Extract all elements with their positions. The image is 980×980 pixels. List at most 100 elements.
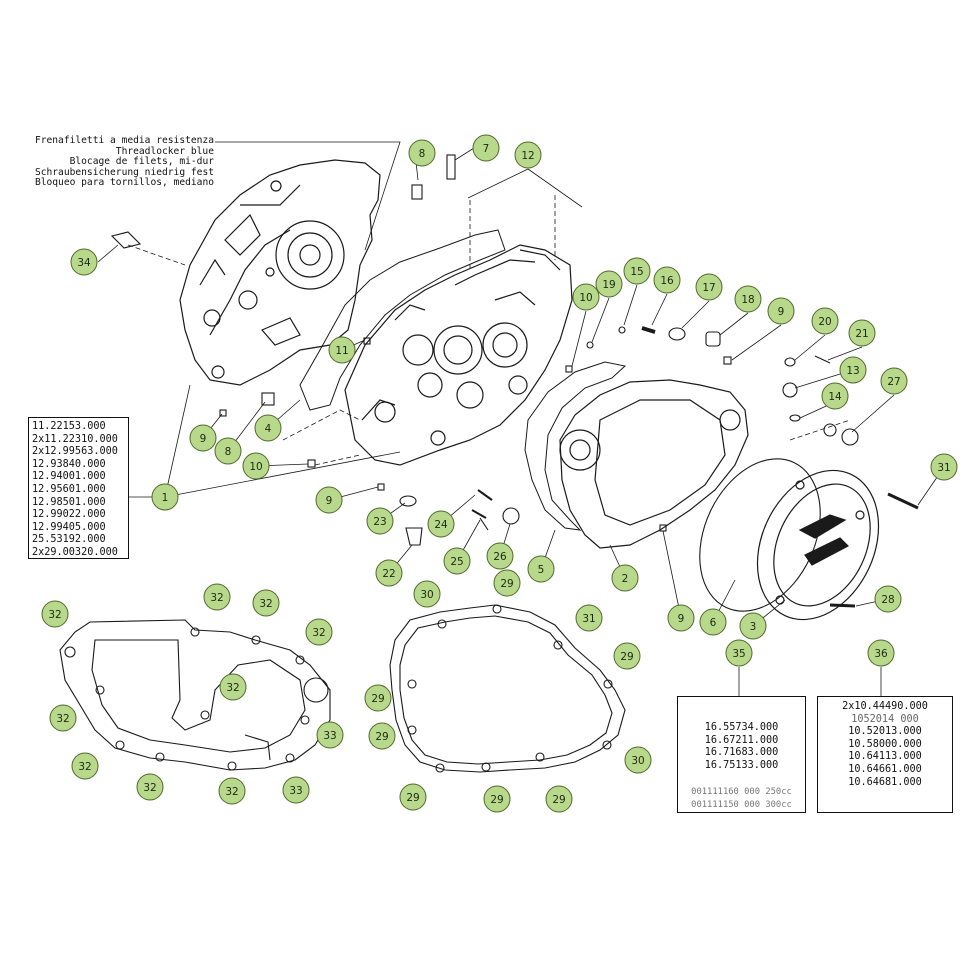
part-number-variant: 001111160 000 250cc	[691, 787, 792, 798]
part-callout-icon	[151, 483, 179, 511]
part-callout: 32	[305, 618, 333, 646]
part-callout-icon	[366, 507, 394, 535]
part-callout-number: 17	[702, 282, 715, 294]
part-callout: 12	[514, 141, 542, 169]
part-number: 16.67211.000	[704, 734, 779, 746]
note-line: Bloqueo para tornillos, mediano	[34, 177, 214, 189]
part-number: 2x29.00320.000	[32, 546, 118, 558]
part-callout: 32	[252, 589, 280, 617]
part-callout-number: 32	[312, 627, 325, 639]
part-callout-icon	[725, 639, 753, 667]
part-callout-icon	[315, 486, 343, 514]
part-callout: 5	[527, 555, 555, 583]
part-callout-icon	[514, 141, 542, 169]
crankcase-gasket-large	[59, 619, 331, 771]
part-callout-icon	[613, 642, 641, 670]
part-callout: 6	[699, 608, 727, 636]
right-crankcase-half	[344, 244, 573, 466]
part-callout-icon	[252, 589, 280, 617]
part-callout-number: 3	[750, 621, 757, 633]
part-number: 10.64113.000	[848, 751, 922, 763]
part-callout-icon	[189, 424, 217, 452]
clutch-cover-gasket	[389, 604, 626, 773]
part-callout: 11	[328, 336, 356, 364]
part-callout-icon	[739, 612, 767, 640]
part-callout: 19	[595, 270, 623, 298]
part-callout-number: 14	[828, 391, 842, 403]
part-callout-icon	[214, 437, 242, 465]
part-number-variant: 001111150 000 300cc	[691, 799, 792, 810]
part-callout: 31	[930, 453, 958, 481]
part-number: 16.55734.000	[704, 722, 779, 733]
part-callout-icon	[575, 604, 603, 632]
part-callout: 29	[399, 783, 427, 811]
part-list-box-35: 16.55734.000 16.67211.000 16.71683.000 1…	[677, 696, 806, 813]
part-callout-icon	[254, 414, 282, 442]
part-number: 2x10.44490.000	[842, 701, 928, 712]
part-callout-icon	[734, 285, 762, 313]
part-callout-number: 21	[855, 328, 868, 340]
part-callout-icon	[527, 555, 555, 583]
part-callout-icon	[611, 564, 639, 592]
part-callout-number: 29	[406, 792, 419, 804]
part-callout-icon	[71, 752, 99, 780]
part-callout-icon	[699, 608, 727, 636]
inner-cover-gasket	[524, 361, 627, 531]
part-callout-icon	[624, 746, 652, 774]
part-callout-number: 30	[631, 755, 644, 767]
part-callout: 32	[49, 704, 77, 732]
part-number: 12.99022.000	[32, 509, 106, 521]
part-callout-number: 15	[630, 266, 643, 278]
part-callout: 4	[254, 414, 282, 442]
part-list-box-36: 2x10.44490.000 1052014 000 10.52013.000 …	[817, 696, 953, 813]
part-callout-number: 29	[375, 731, 388, 743]
part-callout-icon	[413, 580, 441, 608]
part-callout-icon	[218, 777, 246, 805]
part-callout-icon	[443, 547, 471, 575]
part-callout-icon	[364, 684, 392, 712]
part-callout-icon	[203, 583, 231, 611]
part-callout: 17	[695, 273, 723, 301]
part-callout-number: 8	[225, 446, 232, 458]
part-number: 16.75133.000	[704, 759, 779, 771]
part-callout-number: 1	[162, 492, 169, 504]
part-callout-icon	[667, 604, 695, 632]
part-callout-number: 36	[874, 648, 888, 660]
part-callout: 29	[493, 569, 521, 597]
part-callout-icon	[399, 783, 427, 811]
part-callout-number: 29	[552, 794, 565, 806]
part-callout: 2	[611, 564, 639, 592]
part-callout: 33	[316, 721, 344, 749]
part-number: 12.98501.000	[32, 496, 106, 508]
part-callout-number: 4	[265, 423, 272, 435]
part-callout-number: 33	[289, 785, 302, 797]
part-callout-number: 32	[78, 761, 91, 773]
crankcase-gasket-outline	[299, 229, 506, 411]
part-callout-number: 9	[778, 306, 785, 318]
part-callout-icon	[328, 336, 356, 364]
part-callout: 32	[219, 673, 247, 701]
part-callout-number: 10	[579, 292, 592, 304]
part-callout-icon	[242, 452, 270, 480]
part-callout: 8	[408, 139, 436, 167]
part-callout: 22	[375, 559, 403, 587]
part-callout-number: 6	[710, 617, 717, 629]
part-callout: 8	[214, 437, 242, 465]
part-callout-number: 29	[500, 578, 513, 590]
part-callout-number: 26	[493, 551, 507, 563]
note-line: Schraubensicherung niedrig fest	[34, 166, 214, 178]
part-callout: 21	[848, 319, 876, 347]
part-callout-number: 7	[483, 143, 490, 155]
part-callout-number: 35	[732, 648, 745, 660]
part-number: 12.93840.000	[32, 458, 106, 470]
part-callout-number: 2	[622, 573, 629, 585]
part-callout-icon	[595, 270, 623, 298]
part-callout: 29	[368, 722, 396, 750]
part-callout: 32	[218, 777, 246, 805]
small-parts-cluster	[110, 154, 859, 546]
part-callout-number: 11	[335, 345, 348, 357]
part-callout-number: 31	[937, 462, 950, 474]
spacer	[678, 772, 805, 786]
part-list-box-1: 11.22153.000 2x11.22310.000 2x12.99563.0…	[28, 417, 129, 559]
